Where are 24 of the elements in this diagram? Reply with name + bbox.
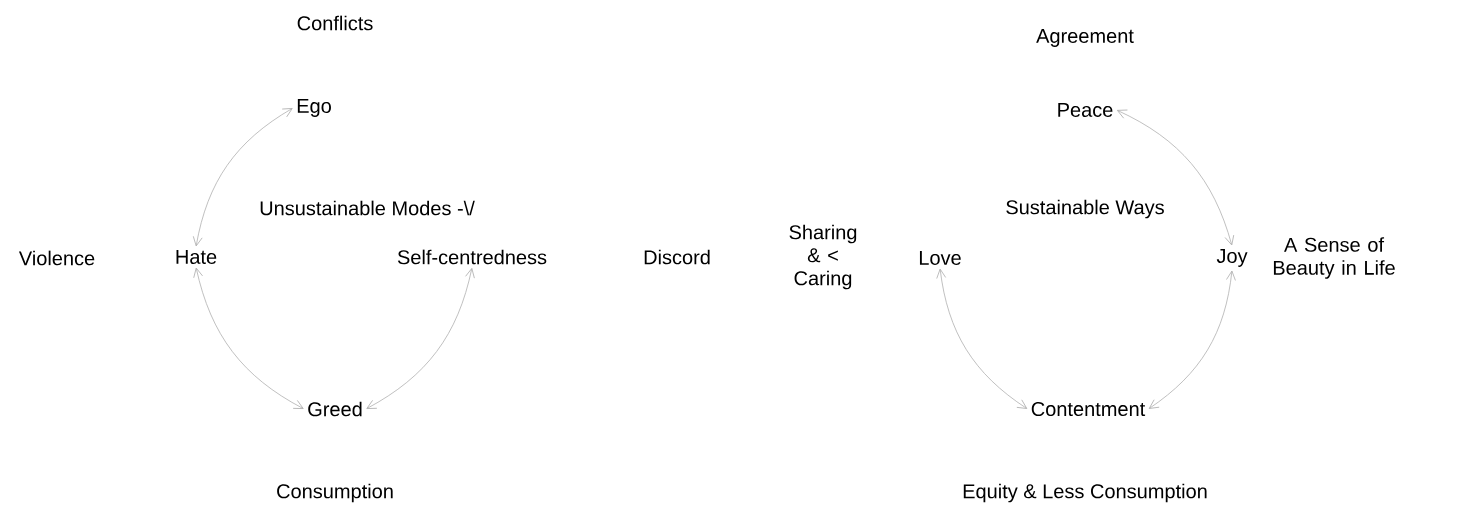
- node-label: Peace: [1058, 103, 1113, 117]
- node-label: Love: [919, 251, 961, 265]
- node-label: Contentment: [1031, 401, 1146, 417]
- arrow: [936, 268, 1028, 409]
- arrow: [1116, 109, 1235, 246]
- node-label: Hate: [176, 250, 217, 264]
- label: Discord: [644, 249, 710, 265]
- arrow: [366, 268, 475, 409]
- arrow: [192, 108, 293, 247]
- label: Sharing & < Caring: [789, 224, 857, 290]
- node-label: Joy: [1216, 249, 1248, 267]
- arrow: [193, 267, 304, 409]
- label: Consumption: [277, 483, 393, 503]
- node-label: Ego: [297, 99, 331, 117]
- label: Agreement: [1036, 29, 1134, 47]
- node-label: Greed: [308, 401, 362, 417]
- label: Equity & Less Consumption: [963, 483, 1207, 503]
- node-label: Self-centredness: [397, 249, 547, 265]
- label: Violence: [18, 250, 95, 266]
- label: A Sense of Beauty in Life: [1273, 237, 1395, 279]
- label: Unsustainable Modes -\/: [260, 200, 475, 216]
- label: Conflicts: [297, 15, 373, 31]
- label: Sustainable Ways: [1006, 199, 1164, 219]
- arrow: [1148, 270, 1236, 409]
